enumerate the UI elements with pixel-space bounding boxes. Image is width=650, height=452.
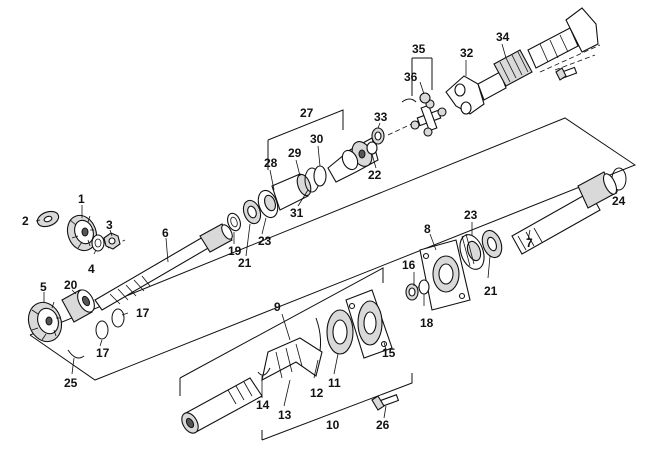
- callout-20: 20: [64, 278, 78, 292]
- callout-15: 15: [382, 346, 396, 360]
- part-bearing-21b: [481, 229, 503, 259]
- part-splined-shaft-6: [94, 223, 233, 311]
- callout-16: 16: [402, 258, 416, 272]
- callout-33: 33: [374, 110, 388, 124]
- part-cap-bearing-36: [401, 92, 431, 104]
- part-shaft-9: [181, 377, 263, 434]
- part-boot-28: [271, 173, 312, 211]
- callout-18: 18: [420, 316, 434, 330]
- callout-32: 32: [460, 46, 474, 60]
- callout-24: 24: [612, 194, 626, 208]
- callout-22: 22: [368, 168, 382, 182]
- callout-35: 35: [412, 42, 426, 56]
- part-bearing-cap-33: [371, 127, 385, 145]
- callout-21b: 21: [484, 284, 498, 298]
- part-washer-4: [91, 234, 105, 252]
- part-boot-13: [261, 337, 323, 382]
- part-shaft-7: [511, 171, 618, 255]
- callout-34: 34: [496, 30, 510, 44]
- callout-31: 31: [290, 206, 304, 220]
- callout-21a: 21: [238, 256, 252, 270]
- callout-12: 12: [310, 386, 324, 400]
- part-housing-11: [326, 309, 354, 355]
- callout-7: 7: [526, 236, 533, 250]
- part-spline-hub-20: [61, 289, 95, 323]
- callout-5: 5: [40, 280, 47, 294]
- callout-4: 4: [88, 262, 95, 276]
- part-bolt-26: [371, 394, 400, 411]
- part-bearing-21a: [242, 199, 262, 225]
- callout-11: 11: [328, 376, 341, 390]
- part-snap-ring-17a: [95, 320, 109, 340]
- callout-17a: 17: [136, 306, 150, 320]
- part-seal-16: [405, 283, 419, 301]
- callout-30: 30: [310, 132, 324, 146]
- part-clamp-14: [257, 367, 271, 376]
- part-washer-2: [36, 210, 60, 228]
- leader-lines: [35, 43, 619, 419]
- part-seal-19: [227, 212, 241, 232]
- callout-28: 28: [264, 156, 278, 170]
- callout-27: 27: [300, 106, 314, 120]
- callout-19: 19: [228, 244, 242, 258]
- callout-9: 9: [274, 300, 281, 314]
- part-seal-23b: [459, 233, 485, 270]
- callout-25: 25: [64, 376, 78, 390]
- part-boot-34: [493, 7, 599, 87]
- part-ring-30: [313, 165, 327, 187]
- callout-23b: 23: [464, 208, 478, 222]
- part-snap-ring-17b: [111, 308, 125, 328]
- part-cross-35: [410, 99, 447, 137]
- part-clip-25: [67, 349, 85, 359]
- callout-3: 3: [106, 218, 113, 232]
- callout-8: 8: [424, 222, 431, 236]
- part-bolt-top: [555, 66, 578, 81]
- callout-26: 26: [376, 418, 390, 432]
- callout-6: 6: [162, 226, 169, 240]
- callout-13: 13: [278, 408, 292, 422]
- part-bevel-gear-5: [27, 301, 63, 343]
- callout-1: 1: [78, 192, 85, 206]
- callout-10: 10: [326, 418, 340, 432]
- part-bearing-cap-22: [366, 141, 378, 155]
- callout-17b: 17: [96, 346, 110, 360]
- part-nut-3: [103, 232, 121, 250]
- callout-2: 2: [22, 214, 29, 228]
- callout-14: 14: [256, 398, 270, 412]
- part-flange-15: [345, 289, 393, 359]
- callout-29: 29: [288, 146, 302, 160]
- part-bevel-gear-1: [66, 214, 98, 252]
- callout-36: 36: [404, 70, 418, 84]
- part-housing-8: [419, 239, 471, 311]
- part-ring-18: [418, 279, 430, 295]
- part-yoke-32: [445, 71, 507, 115]
- callout-23a: 23: [258, 234, 272, 248]
